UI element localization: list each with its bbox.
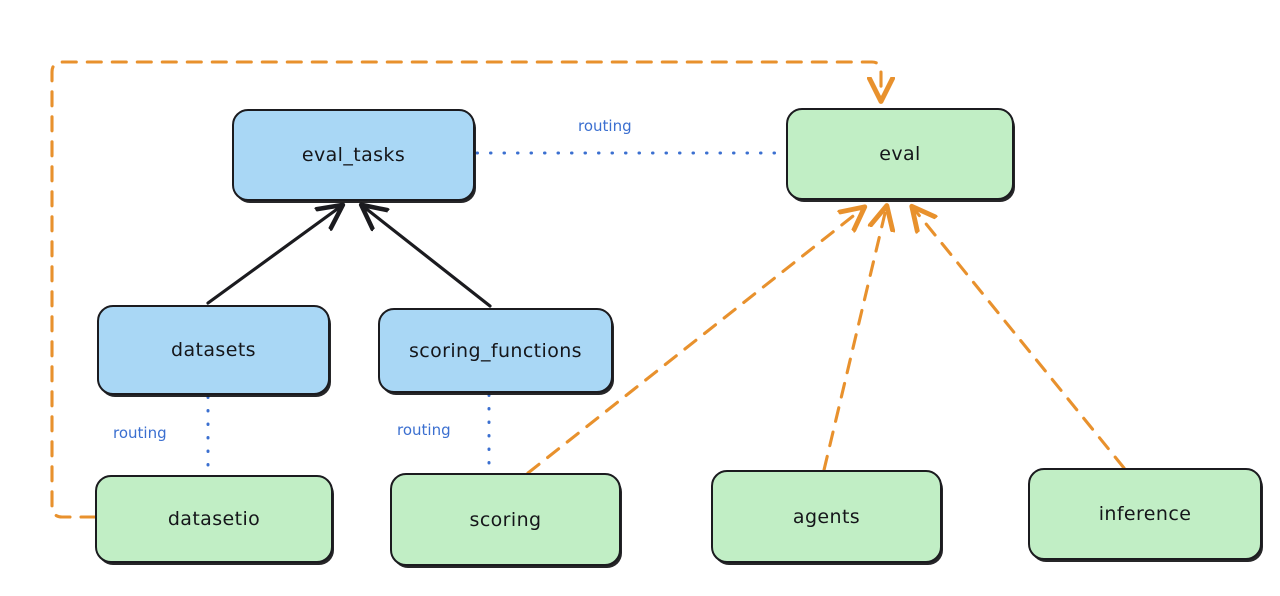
node-scoring[interactable]: scoring <box>390 473 621 566</box>
node-label-datasetio: datasetio <box>167 508 261 530</box>
edge-scoring_functions-to-eval_tasks <box>364 207 492 308</box>
node-label-eval-tasks: eval_tasks <box>301 144 406 166</box>
node-eval-tasks[interactable]: eval_tasks <box>232 109 475 201</box>
node-label-eval: eval <box>879 143 921 165</box>
edge-label-routing-datasets-datasetio: routing <box>113 424 167 442</box>
edge-datasets-to-eval_tasks <box>206 207 340 305</box>
node-label-scoring: scoring <box>469 508 542 531</box>
node-agents[interactable]: agents <box>711 470 942 563</box>
node-inference[interactable]: inference <box>1028 468 1262 560</box>
node-label-datasets: datasets <box>171 339 256 361</box>
node-label-scoring-functions: scoring_functions <box>409 339 582 362</box>
edge-label-routing-eval-tasks-eval: routing <box>578 117 632 135</box>
node-eval[interactable]: eval <box>786 108 1014 200</box>
edge-agents-to-eval <box>822 209 886 472</box>
node-label-agents: agents <box>792 505 861 528</box>
node-label-inference: inference <box>1098 503 1192 525</box>
edge-inference-to-eval <box>914 209 1126 470</box>
node-datasets[interactable]: datasets <box>97 305 330 395</box>
node-datasetio[interactable]: datasetio <box>95 475 333 563</box>
edge-scoring-to-eval <box>526 209 862 475</box>
node-scoring-functions[interactable]: scoring_functions <box>378 308 613 393</box>
edge-label-routing-scoring-functions-scoring: routing <box>397 421 451 439</box>
